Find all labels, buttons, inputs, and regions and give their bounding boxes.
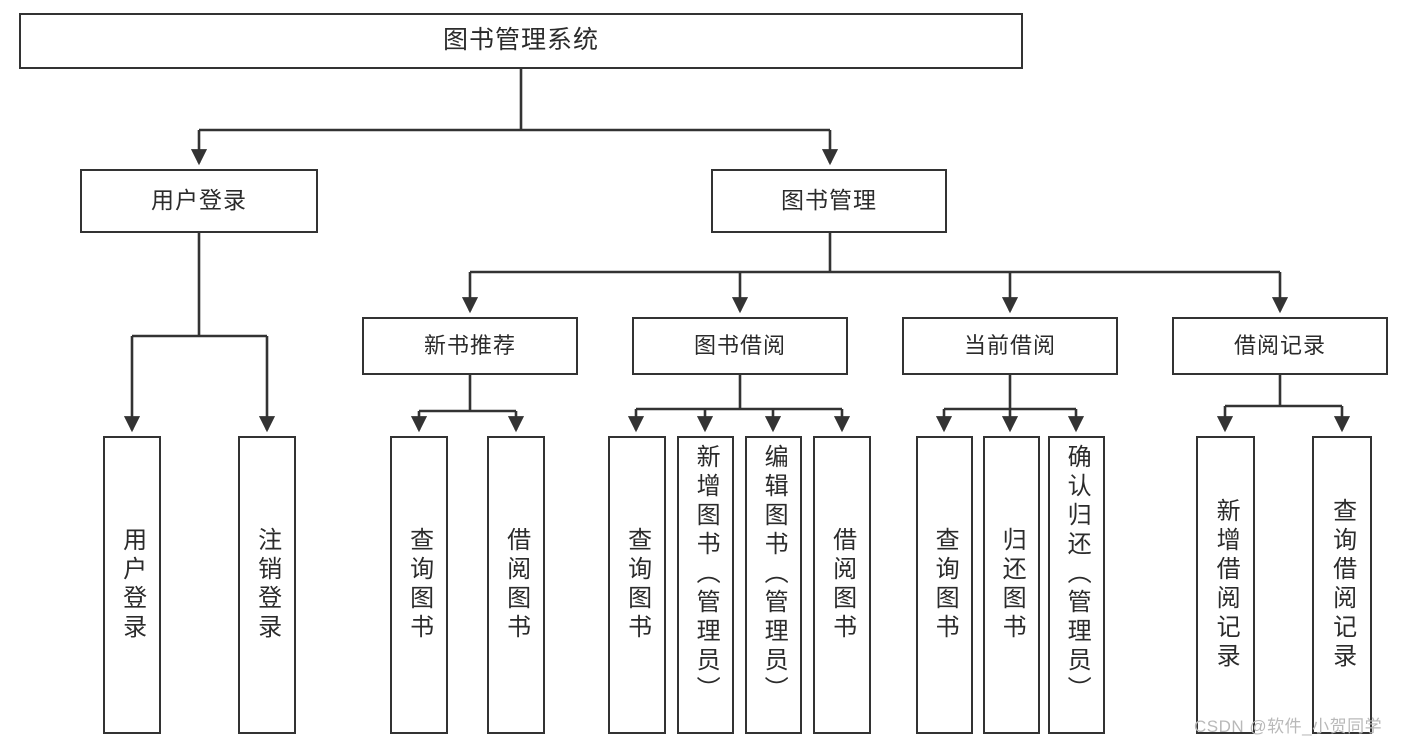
node-label: 查询图书 xyxy=(405,527,433,643)
leaf-query-book-borrow[interactable]: 查询图书 xyxy=(608,436,666,734)
leaf-return-book[interactable]: 归还图书 xyxy=(983,436,1040,734)
node-book-management[interactable]: 图书管理 xyxy=(711,169,947,233)
node-label: 用户登录 xyxy=(151,187,247,214)
node-label: 查询借阅记录 xyxy=(1328,498,1356,672)
leaf-confirm-return-admin[interactable]: 确认归还（管理员） xyxy=(1048,436,1105,734)
node-new-book-recommend[interactable]: 新书推荐 xyxy=(362,317,578,375)
node-current-borrow[interactable]: 当前借阅 xyxy=(902,317,1118,375)
node-book-borrow[interactable]: 图书借阅 xyxy=(632,317,848,375)
leaf-user-login[interactable]: 用户登录 xyxy=(103,436,161,734)
leaf-query-book-recommend[interactable]: 查询图书 xyxy=(390,436,448,734)
node-label: 借阅记录 xyxy=(1233,333,1326,359)
node-label: 新增图书（管理员） xyxy=(692,444,720,705)
node-label: 图书管理系统 xyxy=(442,26,599,55)
leaf-query-book-current[interactable]: 查询图书 xyxy=(916,436,973,734)
node-label: 编辑图书（管理员） xyxy=(760,444,788,705)
leaf-edit-book-admin[interactable]: 编辑图书（管理员） xyxy=(745,436,802,734)
node-label: 图书借阅 xyxy=(693,333,786,359)
node-root-system[interactable]: 图书管理系统 xyxy=(19,13,1023,69)
node-label: 新增借阅记录 xyxy=(1212,498,1240,672)
node-label: 图书管理 xyxy=(781,187,877,214)
node-label: 借阅图书 xyxy=(502,527,530,643)
leaf-query-borrow-record[interactable]: 查询借阅记录 xyxy=(1312,436,1372,734)
node-label: 归还图书 xyxy=(998,527,1026,643)
node-user-login[interactable]: 用户登录 xyxy=(80,169,318,233)
node-borrow-record[interactable]: 借阅记录 xyxy=(1172,317,1388,375)
leaf-add-borrow-record[interactable]: 新增借阅记录 xyxy=(1196,436,1255,734)
leaf-logout-login[interactable]: 注销登录 xyxy=(238,436,296,734)
leaf-add-book-admin[interactable]: 新增图书（管理员） xyxy=(677,436,734,734)
node-label: 注销登录 xyxy=(253,527,281,643)
node-label: 用户登录 xyxy=(118,527,146,643)
node-label: 借阅图书 xyxy=(828,527,856,643)
node-label: 当前借阅 xyxy=(963,333,1056,359)
node-label: 查询图书 xyxy=(623,527,651,643)
node-label: 新书推荐 xyxy=(423,333,516,359)
leaf-borrow-book-recommend[interactable]: 借阅图书 xyxy=(487,436,545,734)
node-label: 查询图书 xyxy=(931,527,959,643)
node-label: 确认归还（管理员） xyxy=(1063,444,1091,705)
leaf-borrow-book[interactable]: 借阅图书 xyxy=(813,436,871,734)
